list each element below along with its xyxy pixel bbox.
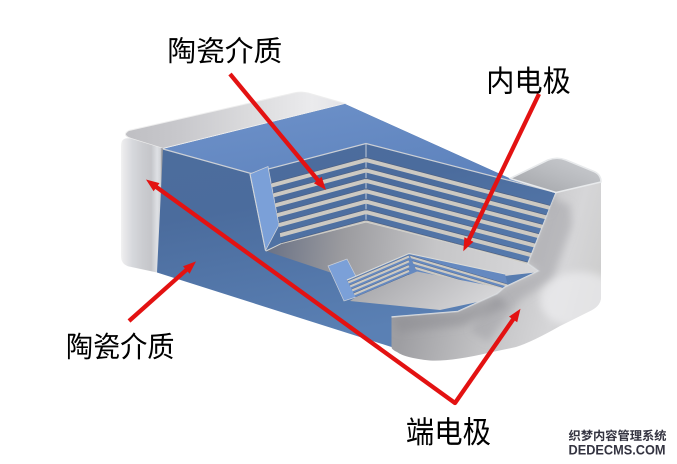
svg-text:DEDECMS.COM: DEDECMS.COM [569,442,666,458]
